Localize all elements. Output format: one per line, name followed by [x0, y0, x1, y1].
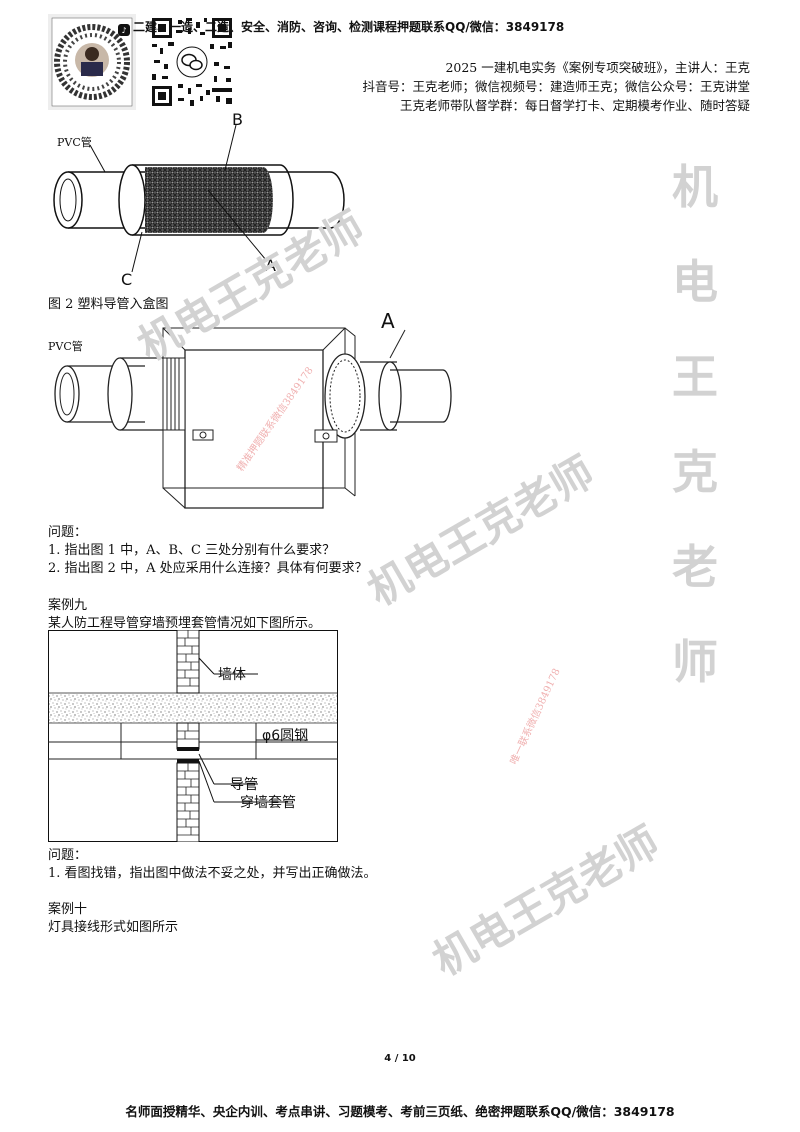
header-social-line: 抖音号：王克老师；微信视频号：建造师王克；微信公众号：王克讲堂 [362, 79, 750, 94]
header-course-line: 2025 一建机电实务《案例专项突破班》，主讲人：王克 [445, 60, 750, 75]
svg-text:♪: ♪ [121, 26, 126, 35]
questions1-q1: 1. 指出图 1 中，A、B、C 三处分别有什么要求？ [48, 543, 336, 558]
footer-text: 名师面授精华、央企内训、考点串讲、习题模考、考前三页纸、绝密押题联系QQ/微信：… [125, 1104, 675, 1119]
figure2-label-a: A [381, 309, 395, 333]
case9-stamp: 唯一联系微信3849178 [508, 666, 563, 767]
figure-pvc-sleeve [53, 124, 345, 273]
case9-label-sleeve: 穿墙套管 [240, 795, 296, 811]
questions2-heading: 问题： [48, 848, 88, 863]
qr-code-douyin: ♪ [48, 14, 136, 110]
figure2-pvc-label: PVC管 [48, 340, 83, 353]
figure-wall-sleeve [48, 630, 338, 842]
figure-conduit-box [54, 327, 452, 509]
case9-description: 某人防工程导管穿墙预埋套管情况如下图所示。 [48, 616, 322, 631]
case10-title: 案例十 [48, 902, 88, 917]
figure1-label-c: C [121, 270, 133, 289]
qr-code-wechat [148, 14, 236, 110]
case9-label-rebar: φ6圆钢 [262, 728, 309, 744]
page-number: 4 / 10 [384, 1053, 416, 1064]
case9-label-wall: 墙体 [218, 667, 246, 683]
figure1-pvc-label: PVC管 [57, 136, 92, 149]
figure1-label-b: B [232, 110, 243, 129]
questions1-q2: 2. 指出图 2 中，A 处应采用什么连接？具体有何要求？ [48, 561, 368, 576]
case10-description: 灯具接线形式如图所示 [48, 920, 179, 935]
watermark-3: 机电王克老师 [424, 816, 668, 986]
figure1-label-a: A [265, 256, 276, 275]
figure1-caption: 图 2 塑料导管入盒图 [48, 297, 169, 312]
questions2-q1: 1. 看图找错，指出图中做法不妥之处，并写出正确做法。 [48, 866, 377, 881]
header-banner: 二建、一造、二造、安全、消防、咨询、检测课程押题联系QQ/微信：3849178 [133, 20, 565, 34]
watermark-vertical: 机 电 王 克 老 师 [672, 160, 718, 689]
header-group-line: 王克老师带队督学群：每日督学打卡、定期模考作业、随时答疑 [399, 98, 750, 113]
case9-label-conduit: 导管 [230, 777, 258, 793]
questions1-heading: 问题： [48, 525, 88, 540]
case9-title: 案例九 [48, 598, 88, 613]
